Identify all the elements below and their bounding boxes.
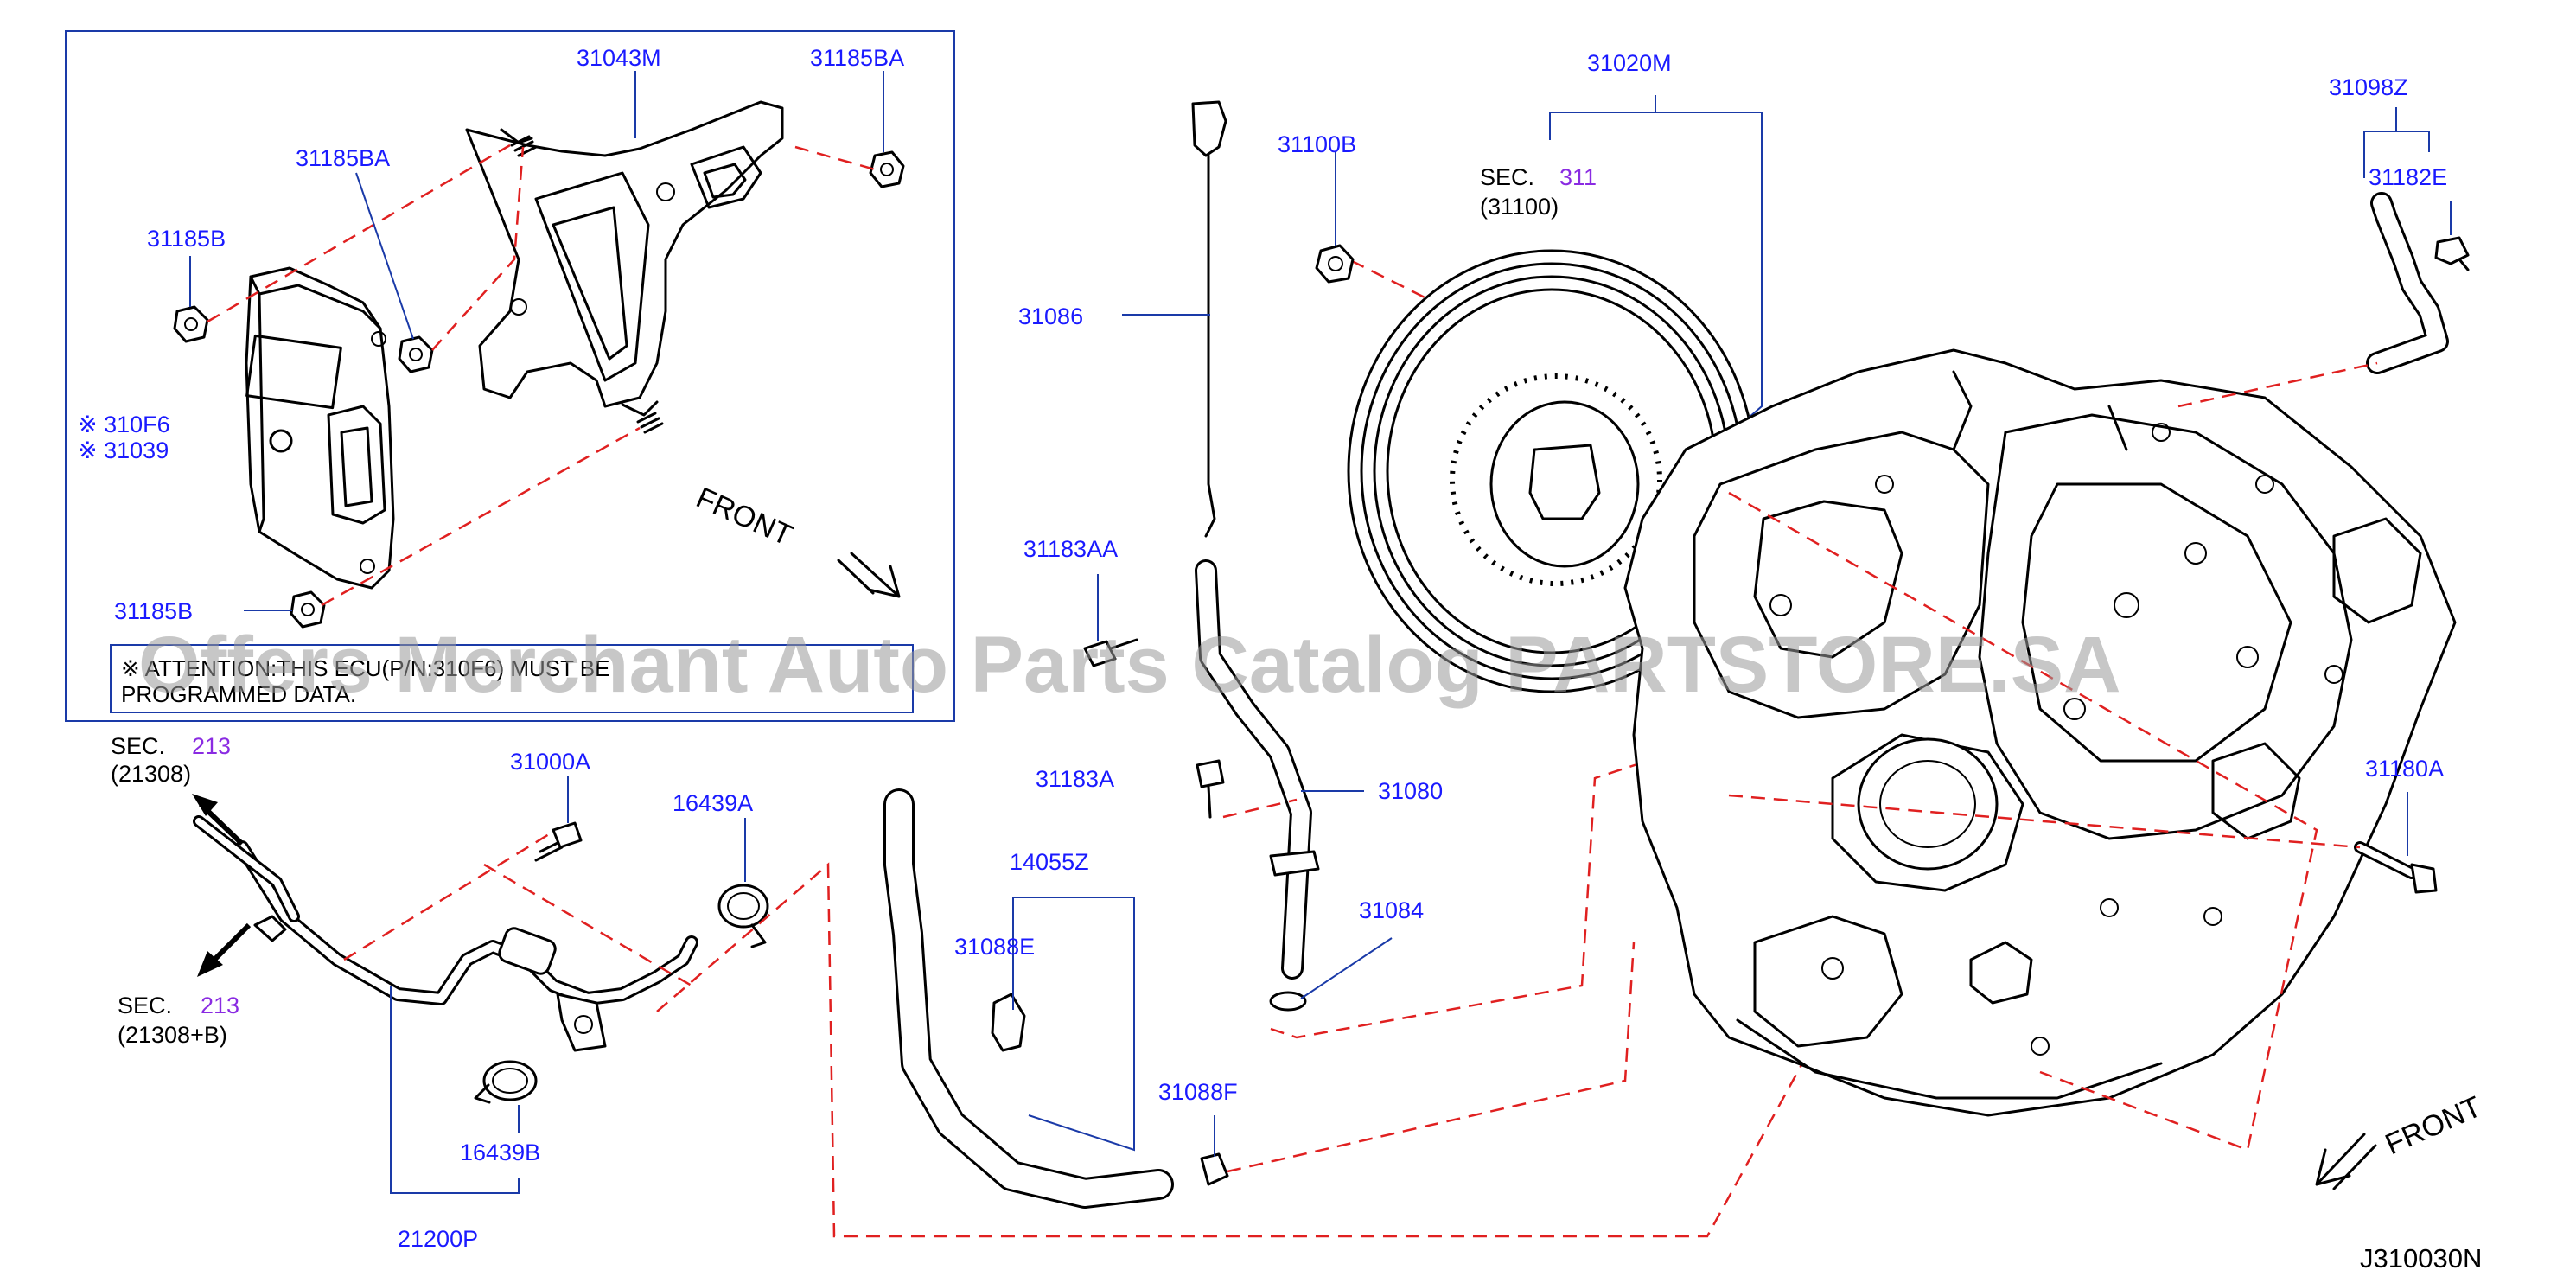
label-31185ba-mid: 31185BA [296, 145, 390, 171]
label-31185b-top: 31185B [147, 226, 226, 252]
label-31080: 31080 [1378, 778, 1443, 804]
label-31182e: 31182E [2369, 164, 2447, 190]
sec311-number: 311 [1559, 164, 1597, 190]
attention-note-line1: ※ ATTENTION:THIS ECU(P/N:310F6) MUST BE [121, 655, 609, 681]
main-front-arrow [2315, 1133, 2377, 1190]
ecu-module [245, 266, 395, 590]
nut-31185b-top [173, 305, 209, 343]
clip-31088e [991, 993, 1026, 1052]
nut-31185ba-top [869, 150, 905, 188]
clip-31182e [2434, 236, 2470, 271]
inset-frame [65, 30, 955, 722]
label-31086: 31086 [1018, 303, 1083, 329]
sec213b-prefix: SEC. [118, 993, 172, 1018]
inset-front-label: FRONT [692, 482, 797, 552]
inset-front-arrow [837, 552, 901, 598]
o-ring-31084 [1269, 991, 1307, 1012]
label-31185ba-top: 31185BA [810, 45, 904, 71]
label-31020m: 31020M [1587, 50, 1672, 76]
sec213a-ref: (21308) [111, 761, 191, 787]
label-31098z: 31098Z [2329, 74, 2408, 100]
case-leaders [2363, 107, 2452, 856]
nut-31100b [1315, 244, 1355, 284]
sec213b-ref: (21308+B) [118, 1022, 227, 1048]
label-31183a: 31183A [1036, 766, 1114, 792]
pipe-assembly-lines [343, 833, 1852, 1238]
sec213-arrow-bottom [197, 922, 252, 977]
bolt-31180a [2354, 841, 2438, 894]
bolt-31183aa [1083, 638, 1138, 667]
center-assembly-lines [1222, 249, 1808, 1173]
center-leaders [1012, 152, 1393, 1157]
watermark: Offers Merchant Auto Parts Catalog PARTS… [138, 621, 2121, 709]
clamp-16439b [474, 1060, 538, 1104]
label-21200p: 21200P [398, 1226, 478, 1252]
diagram-code: J310030N [2360, 1243, 2482, 1273]
label-31180a: 31180A [2365, 756, 2444, 782]
oil-cooler-pipe-assembly [193, 815, 698, 1052]
label-31100b: 31100B [1278, 131, 1356, 157]
label-31043m: 31043M [577, 45, 661, 71]
label-31088e: 31088E [954, 934, 1035, 960]
vent-hose-31098z [2366, 192, 2449, 374]
clip-31088f [1200, 1152, 1229, 1186]
sec213a-prefix: SEC. [111, 733, 165, 759]
bolt-31000a [534, 821, 583, 862]
label-31088f: 31088F [1158, 1079, 1238, 1105]
bolt-31183a [1196, 759, 1225, 819]
inset-assembly-lines [207, 144, 876, 607]
pipe-assembly-leaders [390, 776, 746, 1194]
main-front-label: FRONT [2381, 1090, 2486, 1161]
dipstick-31086 [1191, 100, 1227, 538]
ecu-bracket [465, 100, 784, 417]
sec311-ref: (31100) [1480, 194, 1559, 220]
sec213b-number: 213 [201, 993, 239, 1018]
label-31185b-bot: 31185B [114, 598, 193, 624]
hose-14055z [883, 788, 1174, 1209]
case-assembly-lines [1728, 361, 2378, 1152]
attention-note-box [110, 644, 914, 713]
clamp-16439a [717, 884, 769, 948]
nut-31185b-bot [290, 590, 326, 629]
nut-31185ba-mid [398, 335, 434, 373]
label-31084: 31084 [1359, 897, 1424, 923]
label-16439b: 16439B [460, 1139, 540, 1165]
label-31183aa: 31183AA [1023, 536, 1118, 562]
sec213-arrow-top [192, 794, 245, 846]
transmission-case [1623, 348, 2457, 1117]
label-31000a: 31000A [510, 749, 590, 775]
filler-tube-31080 [1195, 559, 1320, 980]
label-14055z: 14055Z [1010, 849, 1089, 875]
sec213a-number: 213 [192, 733, 231, 759]
bracket-studs [510, 135, 664, 434]
label-31039: ※ 31039 [78, 437, 169, 463]
label-16439a: 16439A [673, 790, 753, 816]
attention-note-line2: PROGRAMMED DATA. [121, 681, 356, 707]
label-310f6: ※ 310F6 [78, 412, 170, 437]
sec311-prefix: SEC. [1480, 164, 1534, 190]
inset-leaders [189, 71, 884, 611]
